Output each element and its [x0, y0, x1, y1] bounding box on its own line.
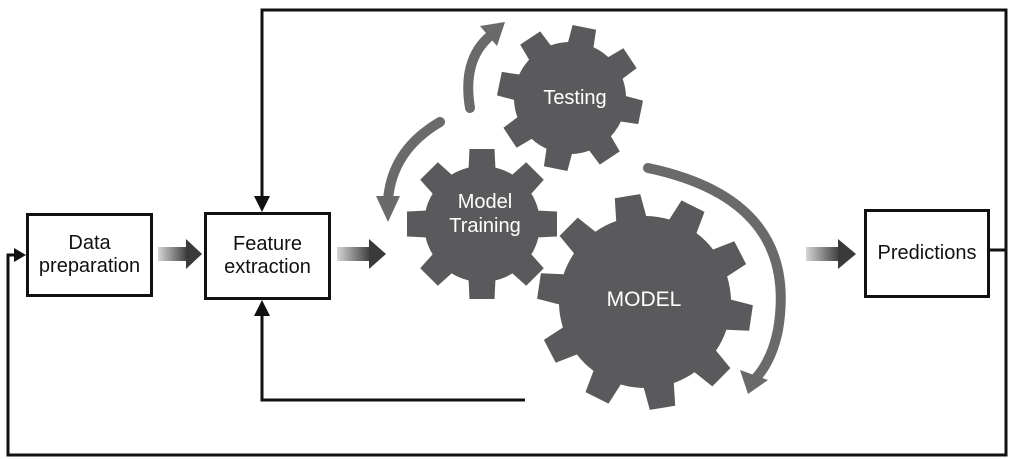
curved-arrow-right — [643, 163, 786, 394]
model-training-label: Model Training — [449, 191, 521, 237]
block-arrow-1 — [158, 239, 202, 269]
model-gear — [537, 194, 753, 410]
feature-extraction-box: Feature extraction — [204, 212, 331, 300]
bottom-feedback-arrowhead — [14, 248, 26, 262]
top-feedback-arrowhead — [254, 196, 270, 212]
testing-label: Testing — [543, 87, 607, 109]
model-training-gear-shape — [407, 149, 557, 299]
model-return-line — [260, 312, 525, 402]
block-arrow-2 — [337, 239, 386, 269]
data-preparation-box: Data preparation — [26, 213, 153, 297]
predictions-label: Predictions — [877, 242, 977, 264]
model-gear-shape — [537, 194, 753, 410]
model-return-arrowhead — [254, 300, 270, 316]
predictions-box: Predictions — [864, 209, 990, 298]
top-feedback-line — [260, 8, 1008, 252]
bottom-feedback-line — [6, 250, 1008, 457]
feature-extraction-label-line1: Feature — [233, 233, 302, 255]
block-arrow-3 — [806, 239, 856, 269]
model-label: MODEL — [606, 288, 682, 311]
testing-gear-shape — [497, 25, 643, 171]
data-preparation-label-line1: Data — [68, 232, 111, 254]
curved-arrow-left — [376, 117, 445, 222]
model-training-gear — [407, 149, 557, 299]
data-preparation-label-line2: preparation — [38, 255, 141, 277]
feature-extraction-label-line2: extraction — [224, 256, 311, 278]
curved-arrow-top — [463, 22, 505, 113]
testing-gear — [497, 25, 643, 171]
